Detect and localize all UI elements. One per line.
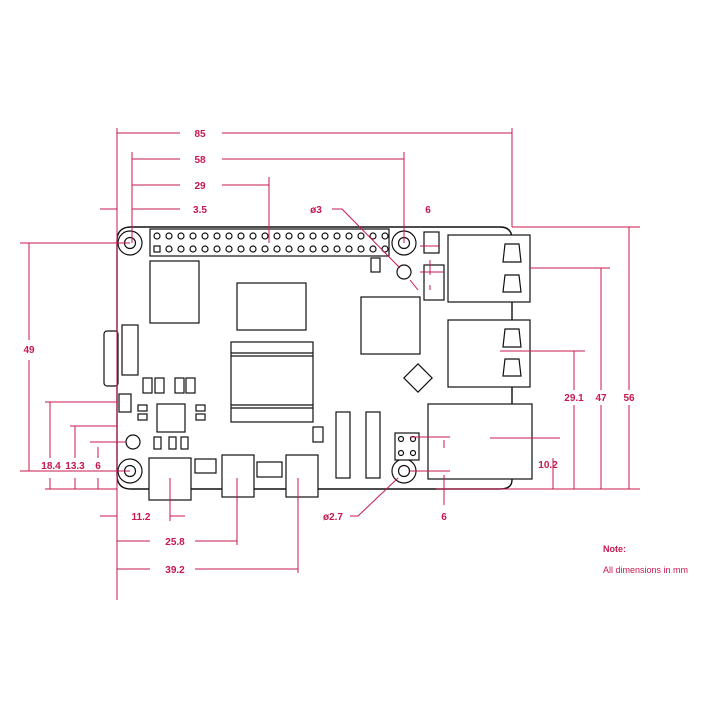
gpio-pin — [225, 245, 233, 253]
soc-heatsink — [230, 341, 314, 423]
gpio-pin — [249, 232, 257, 240]
usb-port-lower — [447, 319, 531, 388]
note-text: All dimensions in mm — [603, 565, 688, 575]
gpio-pin — [297, 232, 305, 240]
dim-29: 29 — [194, 181, 206, 192]
gpio-pin — [201, 232, 209, 240]
gpio-pin — [213, 232, 221, 240]
micro-hdmi-0 — [221, 454, 255, 498]
dim-6-top: 6 — [425, 205, 431, 216]
dim-6-left: 6 — [95, 461, 101, 472]
poe-header-1 — [423, 231, 440, 254]
note-title: Note: — [603, 544, 626, 554]
gpio-pin — [285, 245, 293, 253]
gpio-pin — [345, 245, 353, 253]
gpio-pin — [345, 232, 353, 240]
gpio-pin — [201, 245, 209, 253]
gpio-pin — [237, 232, 245, 240]
ram-chip — [149, 260, 200, 324]
dim-49: 49 — [23, 345, 35, 356]
gpio-pin — [189, 245, 197, 253]
dim-29-1: 29.1 — [564, 393, 584, 404]
poe-header-2 — [423, 264, 445, 301]
gpio-pin — [369, 232, 377, 240]
dim-hole-dia-3: ø3 — [310, 205, 322, 216]
gpio-pin — [285, 232, 293, 240]
dim-18-4: 18.4 — [41, 461, 61, 472]
gpio-pin — [273, 232, 281, 240]
led — [370, 257, 381, 273]
wireless-module — [236, 282, 307, 331]
dim-85: 85 — [194, 129, 206, 140]
micro-hdmi-1 — [285, 454, 319, 498]
usb-port-upper — [447, 234, 531, 303]
dimension-lines — [20, 128, 640, 600]
gpio-pin — [153, 245, 161, 253]
gpio-pin — [225, 232, 233, 240]
gpio-pin — [165, 232, 173, 240]
dim-13-3: 13.3 — [65, 461, 85, 472]
dim-11-2: 11.2 — [132, 512, 151, 523]
gpio-pin — [333, 232, 341, 240]
gpio-pin — [249, 245, 257, 253]
gpio-pin — [213, 245, 221, 253]
small-component — [194, 458, 217, 474]
gpio-pin — [297, 245, 305, 253]
small-component — [312, 426, 324, 443]
gpio-pin — [177, 245, 185, 253]
gpio-pin — [153, 232, 161, 240]
gpio-pin — [261, 245, 269, 253]
fiducial-hole — [396, 264, 412, 280]
gpio-pin — [357, 245, 365, 253]
gpio-pin — [189, 232, 197, 240]
dim-39-2: 39.2 — [165, 565, 185, 576]
gpio-pin — [381, 232, 389, 240]
gpio-pins — [153, 232, 389, 253]
gpio-pin — [309, 232, 317, 240]
gpio-pin — [333, 245, 341, 253]
ethernet-port — [427, 403, 533, 480]
gpio-pin — [321, 232, 329, 240]
dim-25-8: 25.8 — [165, 537, 185, 548]
display-connector — [335, 411, 351, 479]
gpio-pin — [273, 245, 281, 253]
gpio-pin — [165, 245, 173, 253]
gpio-pin — [357, 232, 365, 240]
gpio-pin — [237, 245, 245, 253]
dim-56: 56 — [623, 393, 635, 404]
small-component — [256, 461, 283, 478]
ethernet-chip-diamond — [403, 363, 433, 393]
dim-47: 47 — [595, 393, 607, 404]
usb-controller — [360, 296, 421, 355]
gpio-pin — [309, 245, 317, 253]
gpio-pin — [261, 232, 269, 240]
dim-6-bottom: 6 — [441, 512, 447, 523]
gpio-pin — [177, 232, 185, 240]
poe-pins — [394, 432, 420, 461]
gpio-pin — [369, 245, 377, 253]
camera-connector — [365, 411, 381, 479]
dim-hole-dia-2-7: ø2.7 — [323, 512, 343, 523]
dim-3-5: 3.5 — [193, 205, 207, 216]
left-components — [103, 324, 206, 450]
dim-10-2: 10.2 — [538, 460, 558, 471]
gpio-pin — [321, 245, 329, 253]
dim-58: 58 — [194, 155, 206, 166]
